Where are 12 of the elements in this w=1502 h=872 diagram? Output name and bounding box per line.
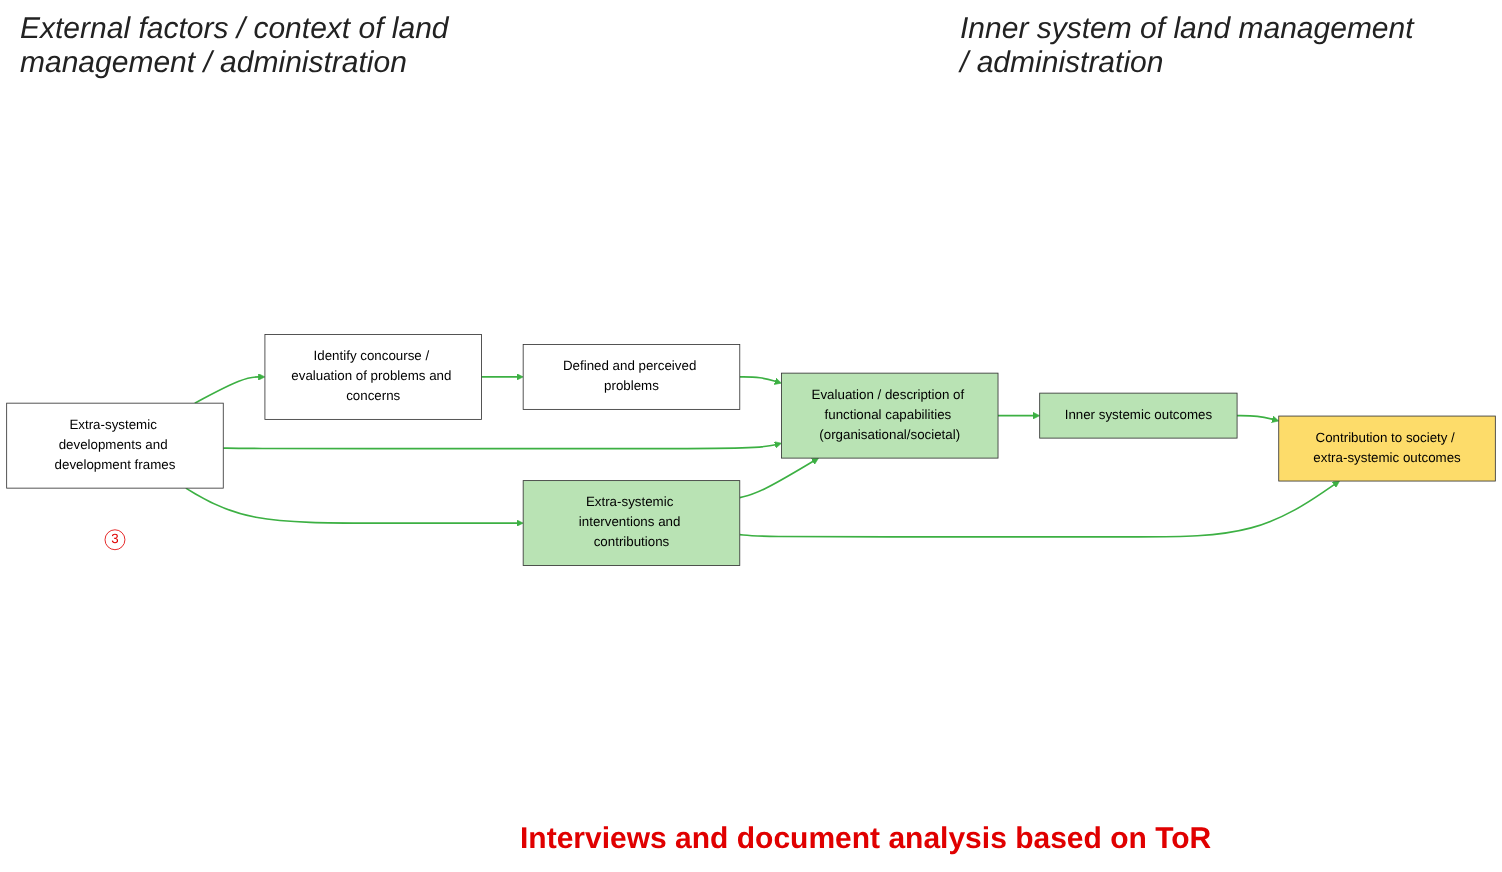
arrow xyxy=(738,480,1340,538)
arrow xyxy=(738,376,782,385)
method-note: Interviews and document analysis based on ToR xyxy=(520,822,1212,856)
arrow xyxy=(193,373,266,404)
heading-note: External factors / context of land management / administration xyxy=(20,12,451,80)
arrow xyxy=(997,411,1040,420)
arrow xyxy=(738,457,819,499)
arrow xyxy=(222,441,782,450)
heading-note: Inner system of land management / administration xyxy=(960,12,1417,80)
arrow xyxy=(480,373,524,381)
arrow xyxy=(1236,414,1280,423)
arrow xyxy=(184,487,524,527)
